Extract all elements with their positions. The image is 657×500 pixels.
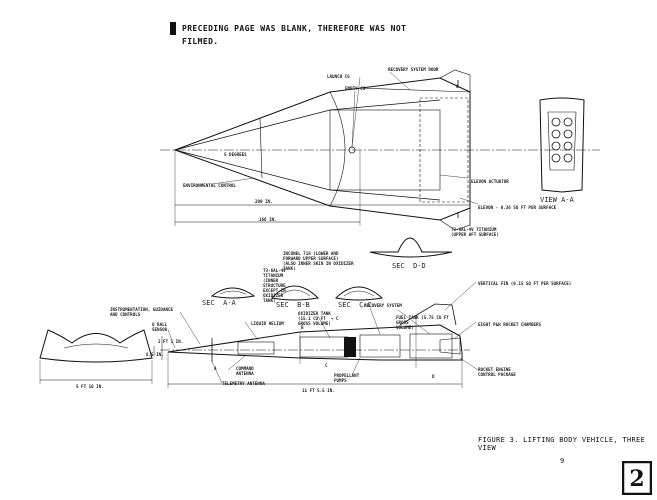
section-aa-title: SEC A-A (202, 299, 236, 307)
degrees-label: 5 DEGREES (224, 152, 247, 157)
recovery-system-label: RECOVERY SYSTEM (364, 303, 402, 308)
corner-mark-text: 2 (629, 466, 644, 492)
elevon-actuator-label: ELEVON ACTUATOR (471, 179, 509, 184)
dimension-height: 2 FT 1 IN. (158, 339, 184, 344)
page-number: 9 (560, 457, 565, 465)
dimension-length: 11 FT 5.5 IN. (302, 388, 335, 393)
oxidizer-tank-label: OXIDIZER TANK (15.1 CU FT → C GROSS VOLU… (298, 311, 339, 326)
propellant-pumps-label: PROPELLANT PUMPS (334, 373, 360, 383)
instrumentation-label: INSTRUMENTATION, GUIDANCE AND CONTROLS (110, 307, 174, 317)
corner-mark: 2 (622, 461, 652, 495)
marker-b: B (301, 325, 304, 330)
q-ball-label: Q BALL SENSOR (152, 322, 168, 332)
figure-caption: FIGURE 3. LIFTING BODY VEHICLE, THREE VI… (478, 436, 646, 452)
view-marker-a-top: A (456, 84, 459, 89)
vertical-fin-label: VERTICAL FIN (0.15 SQ FT PER SURFACE) (478, 281, 572, 286)
marker-a: A (214, 366, 217, 371)
eight-rocket-chambers-label: EIGHT P&H ROCKET CHAMBERS (478, 322, 542, 327)
section-aa-note: T3-6AL-4V TITANIUM (INNER STRUCTURE EXCE… (263, 268, 286, 303)
dimension-166: 166 IN. (259, 217, 277, 222)
dimension-209: 209 IN. (255, 199, 273, 204)
elevon-label: ELEVON - 0.36 SQ FT PER SURFACE (478, 205, 557, 210)
section-bb-drawing (271, 285, 320, 301)
plan-view (160, 69, 600, 231)
section-bb-title: SEC B-B (276, 301, 310, 309)
dimension-small: 8.5 IN. (146, 352, 164, 357)
environmental-control-label: ENVIRONMENTAL CONTROL (183, 183, 236, 188)
dimension-width: 5 FT 10 IN. (76, 384, 104, 389)
telemetry-antenna-label: TELEMETRY ANTENNA (222, 381, 265, 386)
view-aa-drawing (539, 97, 585, 193)
empty-cg-label: EMPTY CG (345, 86, 366, 91)
microfilm-stamp: PRECEDING PAGE WAS BLANK, THEREFORE WAS … (170, 22, 432, 46)
section-bb-note: INCONEL 718 (LOWER AND FORWARD UPPER SUR… (283, 251, 354, 271)
recovery-door-label: RECOVERY SYSTEM DOOR (388, 67, 439, 72)
marker-d: D (432, 374, 435, 379)
section-dd-note: T3-6AL-4V TITANIUM (UPPER AFT SURFACE) (451, 227, 499, 237)
section-aa-drawing (210, 287, 256, 299)
launch-cg-label: LAUNCH CG (327, 74, 350, 79)
section-dd-title: SEC D-D (392, 262, 426, 270)
rocket-engine-control-label: ROCKET ENGINE CONTROL PACKAGE (478, 367, 516, 377)
section-dd-drawing (369, 237, 453, 258)
marker-c: C (325, 363, 328, 368)
side-view-drawing (153, 281, 479, 388)
front-view-drawing (39, 329, 153, 384)
fuel-tank-label: FUEL TANK (5.75 CU FT GROSS VOLUME) (396, 315, 449, 330)
liquid-helium-label: LIQUID HELIUM (251, 321, 284, 326)
section-cc-title: SEC C-C (338, 301, 372, 309)
command-antenna-label: COMMAND ANTENNA (236, 366, 254, 376)
view-aa-title: VIEW A-A (540, 196, 574, 204)
section-cc-drawing (334, 286, 384, 301)
